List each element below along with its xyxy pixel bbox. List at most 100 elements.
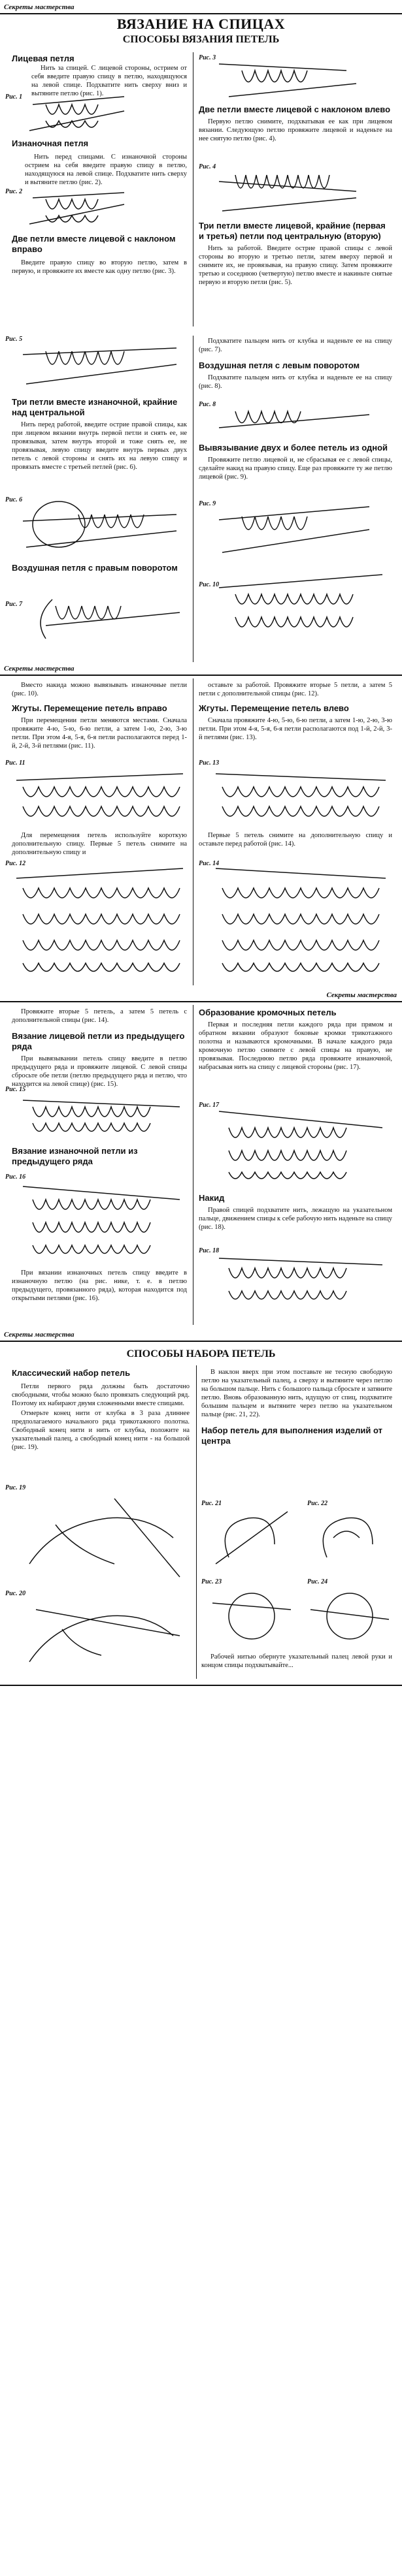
heading-two-together-right: Две петли вместе лицевой с наклоном впра… [12,234,176,254]
heading-yarn-over: Накид [199,1193,225,1203]
heading-yo-left: Воздушная петля с левым поворотом [199,360,360,370]
section-5: Секреты мастерства СПОСОБЫ НАБОРА ПЕТЕЛЬ… [0,1329,402,1681]
cable-left-block: оставьте за работой. Провяжите вторые 5 … [199,681,392,742]
fig-21-label: Рис. 21 [201,1500,222,1507]
fig-9-label: Рис. 9 [199,500,216,507]
section-subtitle: СПОСОБЫ ВЯЗАНИЯ ПЕТЕЛЬ [122,34,280,45]
section-1: Секреты мастерства ВЯЗАНИЕ НА СПИЦАХ СПО… [0,0,402,330]
section-subtitle-2: СПОСОБЫ НАБОРА ПЕТЕЛЬ [126,1348,276,1360]
yo-left-intro: Подхватите пальцем нить от клубка и наде… [199,337,392,390]
text-yo-right: Подхватите пальцем нить от клубка и наде… [199,338,392,353]
fig-6-illustration [22,501,177,548]
fig-7-label: Рис. 7 [5,601,23,608]
yo-right-block: Воздушная петля с правым поворотом [12,563,187,573]
fig-23-illustration [212,1593,292,1640]
fig-12-illustration [16,868,184,972]
text-purl-stitch: Нить перед спицами. С изнаночной стороны… [25,153,187,186]
heading-purl-stitch: Изнаночная петля [12,138,89,148]
text-cable-left-cont: Провяжите вторые 5 петель, а затем 5 пет… [12,1008,187,1024]
fig-12-label: Рис. 12 [5,860,26,867]
fig-21-illustration [215,1511,288,1565]
fig-2-label: Рис. 2 [5,188,23,195]
fig-10-label: Рис. 10 [199,581,220,588]
text-center-cast-on: Рабочей нитью обернуте указательный пале… [201,1653,392,1669]
heading-center-cast-on: Набор петель для выполнения изделий от ц… [201,1425,382,1446]
fig-24-illustration [310,1593,390,1640]
text-two-together-right: Введите правую спицу во вторую петлю, за… [12,259,187,275]
fig-16-illustration [22,1186,180,1254]
section-3: Секреты мастерства Вместо накида можно в… [0,663,402,989]
text-cable-right-2: Для перемещения петель используйте корот… [12,832,187,856]
fig-3-illustration [218,63,357,97]
heading-three-together: Три петли вместе лицевой, крайние (перва… [199,221,386,241]
text-yo-left: Подхватите пальцем нить от клубка и наде… [199,374,392,390]
knit-prev-block: Провяжите вторые 5 петель, а затем 5 пет… [12,1008,187,1089]
fig-1-illustration [29,96,125,131]
column-divider [196,1365,197,1679]
fig-18-illustration [218,1258,383,1300]
fig-2-illustration [29,192,125,225]
section-4: Секреты мастерства Провяжите вторые 5 пе… [0,989,402,1329]
center-cast-on-text: Рабочей нитью обернуте указательный пале… [201,1653,392,1670]
fig-22-illustration [322,1517,373,1558]
fig-15-label: Рис. 15 [5,1086,26,1093]
heading-purl-prev: Вязание изнаночной петли из предыдущего … [12,1146,138,1166]
fig-13-label: Рис. 13 [199,759,220,767]
two-right-block: Две петли вместе лицевой с наклоном впра… [12,234,187,276]
fig-15-illustration [22,1100,180,1132]
yo-block: Накид Правой спицей подхватите нить, леж… [199,1193,392,1232]
section-2: Рис. 5 Три петли вместе изнаночной, край… [0,333,402,663]
heading-two-together-left: Две петли вместе лицевой с наклоном влев… [199,104,391,114]
header-rule [0,1001,402,1002]
heading-knit-stitch: Лицевая петля [12,54,75,63]
fig-18-label: Рис. 18 [199,1247,220,1254]
fig-17-label: Рис. 17 [199,1102,220,1109]
heading-knit-prev: Вязание лицевой петли из предыдущего ряд… [12,1031,185,1051]
edge-block: Образование кромочных петель Первая и по… [199,1008,392,1072]
heading-edge-stitches: Образование кромочных петель [199,1008,337,1017]
fig-8-label: Рис. 8 [199,401,216,408]
heading-classic-cast-on: Классический набор петель [12,1368,131,1378]
text-knit-prev: При вывязывании петель спицу введите в п… [12,1055,187,1088]
cast-on-right-block: В наклон вверх при этом поставьте не тес… [201,1368,392,1446]
fig-6-label: Рис. 6 [5,496,23,503]
heading-cable-left: Жгуты. Перемещение петель влево [199,703,349,713]
classic-cast-on-block: Классический набор петель Петли первого … [12,1368,190,1452]
purl-block: Изнаночная петля Нить перед спицами. С и… [12,138,187,187]
fig-11-illustration [16,773,184,817]
fig-19-label: Рис. 19 [5,1484,26,1491]
purl-prev-text-block: При вязании изнаночных петель спицу введ… [12,1269,187,1303]
fig-4-illustration [218,174,357,212]
right-column: Две петли вместе лицевой с наклоном влев… [199,104,392,143]
fig-22-label: Рис. 22 [307,1500,328,1507]
header-rule [0,675,402,676]
fig-20-label: Рис. 20 [5,1590,26,1597]
purl-prev-block: Вязание изнаночной петли из предыдущего … [12,1146,187,1167]
cable-left-block-2: Первые 5 петель снимите на дополнительну… [199,831,392,848]
header-text: Секреты мастерства [326,991,397,999]
header-text: Секреты мастерства [4,3,75,11]
header-rule [0,1341,402,1342]
fig-8-illustration [218,409,370,428]
text-three-purl: Нить перед работой, введите острие право… [12,421,187,471]
text-two-from-one: Провяжите петлю лицевой и, не сбрасывая … [199,456,392,481]
text-two-together-left: Первую петлю снимите, подхватывая ее как… [199,118,392,142]
fig-14-illustration [215,868,386,972]
fig-11-label: Рис. 11 [5,759,25,767]
text-cast-on-continue: В наклон вверх при этом поставьте не тес… [201,1369,392,1418]
fig-20-illustration [29,1609,180,1662]
heading-yo-right: Воздушная петля с правым поворотом [12,563,178,573]
heading-two-from-one: Вывязывание двух и более петель из одной [199,443,388,453]
fig-7-illustration [40,599,180,639]
fig-14-label: Рис. 14 [199,860,220,867]
text-classic-cast-on-2: Отмерьте конец нити от клубка в 3 раза д… [12,1410,190,1451]
text-cable-left: Сначала провяжите 4-ю, 5-ю, 6-ю петли, а… [199,717,392,741]
three-together-block: Три петли вместе лицевой, крайние (перва… [199,221,392,287]
fig-10-illustration [218,574,383,628]
fig-16-label: Рис. 16 [5,1173,26,1181]
cable-right-block: Вместо накида можно вывязывать изнаночны… [12,681,187,750]
fig-3-label: Рис. 3 [199,54,216,61]
left-column: Лицевая петля Нить за спицей. С лицевой … [12,54,187,98]
fig-1-label: Рис. 1 [5,93,23,101]
fig-9-illustration [218,506,370,553]
